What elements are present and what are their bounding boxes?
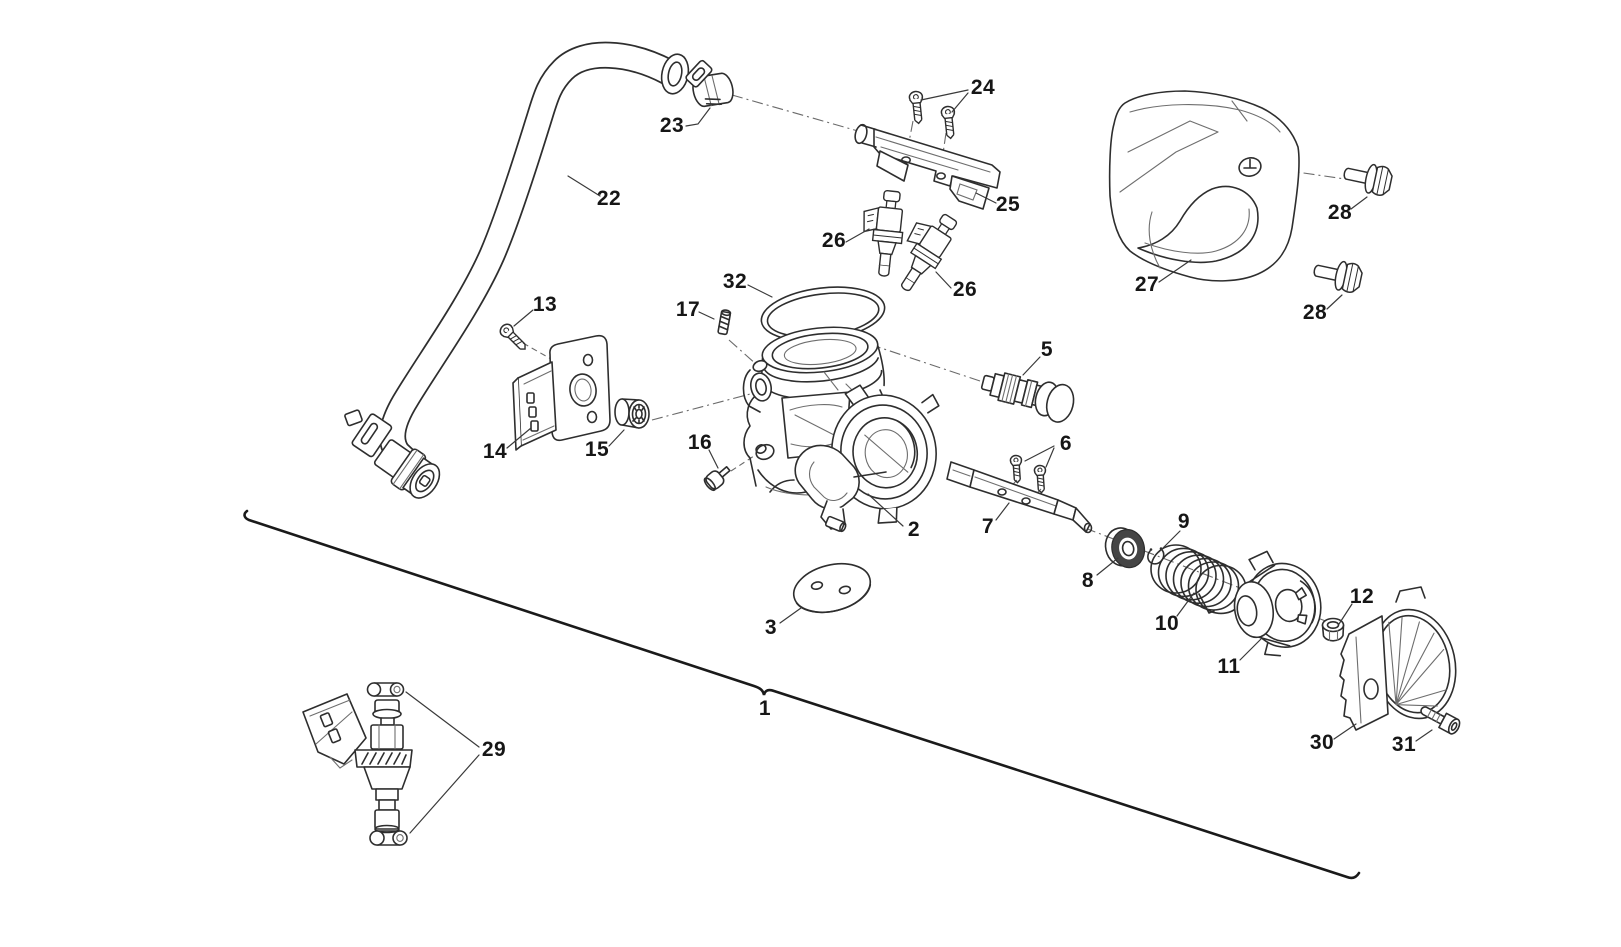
part-throttle-pulley	[1226, 544, 1329, 662]
part-hose-clamp	[682, 54, 736, 111]
part-return-spring	[1151, 545, 1246, 613]
part-air-duct-cover	[1110, 91, 1299, 281]
part-cable-bracket	[795, 445, 886, 532]
part-stud-screw	[718, 309, 731, 334]
part-cover-disc	[789, 556, 876, 620]
part-cover-screw	[1418, 702, 1462, 736]
part-bushing	[615, 399, 649, 428]
part-bearing	[1102, 524, 1148, 572]
leader-lines	[406, 90, 1432, 833]
part-throttle-cover	[1340, 587, 1466, 730]
part-lock-nut	[1323, 619, 1344, 641]
part-plug-screw	[702, 463, 733, 493]
part-fuel-rail	[853, 123, 1000, 209]
part-throttle-shaft	[947, 462, 1092, 533]
part-position-sensor	[513, 336, 610, 450]
part-idle-air-valve	[978, 366, 1077, 425]
assembly-divider-line	[245, 511, 1359, 878]
part-injector-spare	[303, 683, 412, 845]
part-vent-hose	[344, 52, 692, 505]
